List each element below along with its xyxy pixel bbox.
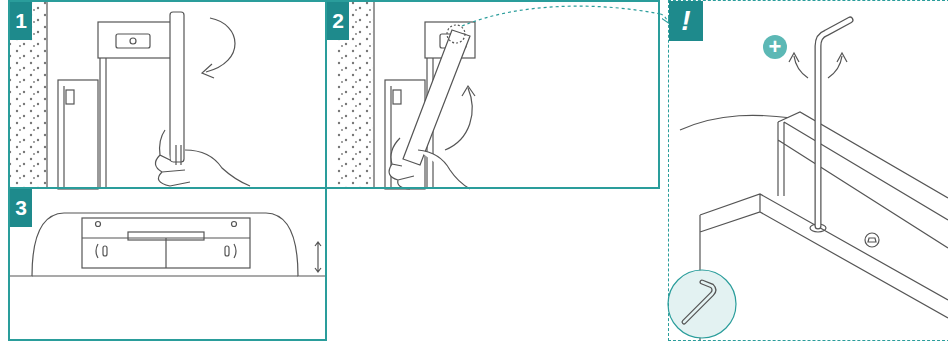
rail-edges (778, 122, 948, 248)
tighten-symbol: + (763, 35, 787, 59)
detail-leader (660, 14, 668, 22)
post (105, 58, 106, 189)
lamp-edge (32, 275, 298, 276)
wall-edge (373, 0, 374, 189)
step-number: 2 (327, 2, 349, 40)
arrow-head (202, 64, 214, 78)
screw (96, 222, 101, 227)
arrow-head (462, 86, 475, 96)
post (99, 58, 100, 189)
center-block (128, 232, 204, 240)
screw (232, 222, 237, 227)
adjust-marks (96, 244, 236, 258)
rail-body (700, 194, 948, 341)
arrow-head (789, 53, 799, 62)
hex-screw (865, 233, 879, 247)
leader-line (462, 6, 660, 26)
allen-key-outline (818, 20, 850, 226)
allen-key-icon (684, 282, 714, 322)
mount-plate (82, 218, 250, 268)
cover-bar (170, 12, 184, 162)
fixture-clip (66, 90, 74, 104)
lamp-outline (10, 213, 325, 276)
fixture-body (58, 80, 98, 189)
hand (389, 138, 470, 189)
bracket (98, 22, 172, 58)
rotate-arrow (445, 88, 472, 150)
detail-drawing (668, 20, 948, 341)
rail-top (778, 112, 948, 198)
bracket-slot (116, 34, 150, 48)
arrow-head (837, 53, 847, 62)
step-number: 3 (10, 189, 32, 227)
rotate-arrow (206, 18, 235, 72)
cover-bar (403, 30, 470, 165)
turn-arrow (828, 56, 842, 78)
adjust-arrow (315, 242, 321, 272)
slot (103, 246, 107, 256)
allen-key (818, 20, 850, 226)
step-panel: 3 (8, 187, 327, 341)
fixture-clip (393, 90, 401, 104)
tool-inset (668, 270, 736, 338)
hex-socket (868, 238, 876, 242)
allen-key-icon (684, 282, 714, 322)
step1-drawing (10, 0, 250, 189)
screw (130, 38, 136, 44)
wall (10, 2, 46, 187)
step-number: 1 (10, 2, 32, 40)
turn-arrow (794, 56, 808, 78)
plate-split (165, 238, 166, 268)
fixture-line (63, 86, 64, 189)
step-panel: 1 (8, 0, 327, 189)
step-panel: 2 (325, 0, 660, 189)
step-number: ! (669, 1, 703, 41)
slot (225, 246, 229, 256)
detail-circle (447, 25, 465, 43)
cable (680, 115, 792, 130)
step-panel: ! (668, 0, 948, 341)
wall-edge (46, 0, 47, 189)
finger-lines (176, 145, 181, 165)
hand (155, 130, 250, 186)
step2-drawing (337, 0, 660, 189)
step3-drawing (10, 213, 325, 276)
